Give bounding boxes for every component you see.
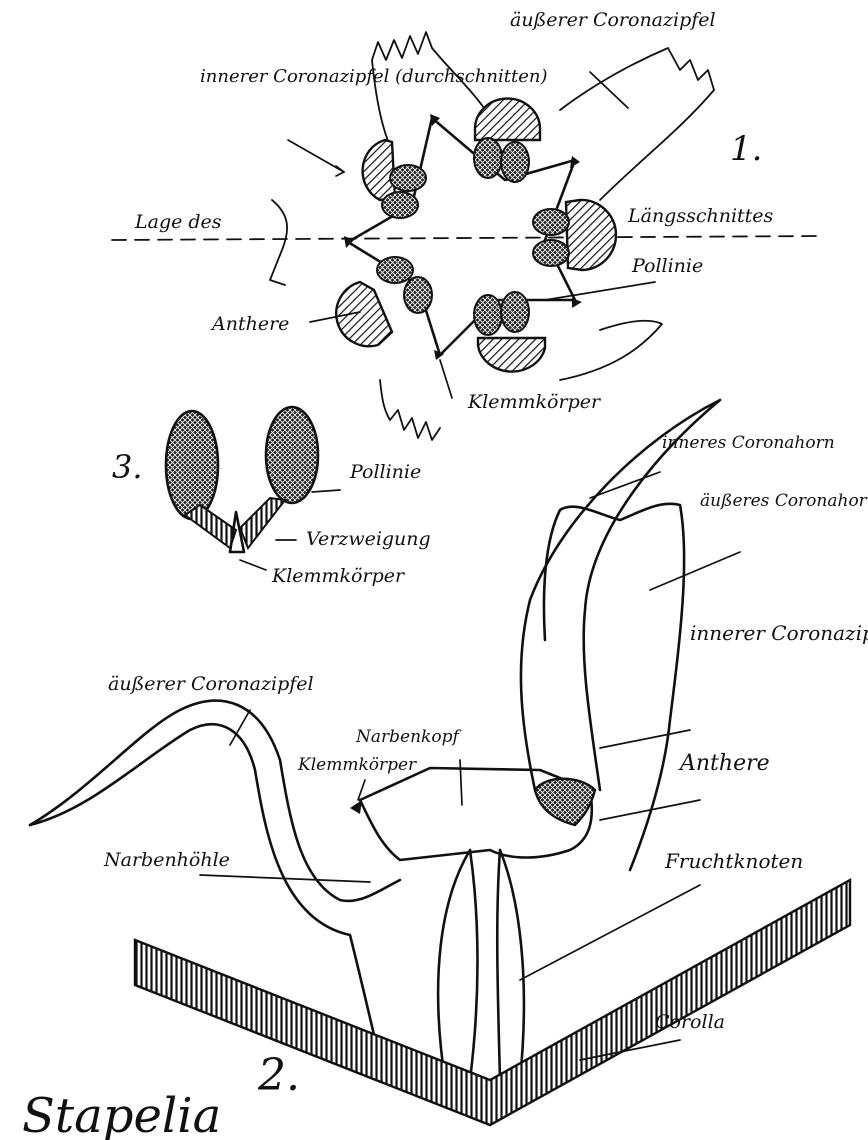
section-line xyxy=(112,236,822,240)
label-anther-fig1: Anthere xyxy=(210,313,289,335)
label-figure-3: 3. xyxy=(112,448,143,486)
pollinia-fig1 xyxy=(377,138,569,335)
label-outer-corona-lobe-left: äußerer Coronazipfel xyxy=(108,673,314,695)
label-outer-corona-horn: äußeres Coronahorn xyxy=(700,491,868,511)
retinaculum-fig2 xyxy=(350,800,362,814)
label-branching: Verzweigung xyxy=(306,528,431,550)
label-inner-corona-lobe: innerer Coronazipfel xyxy=(690,621,868,645)
anther-discs xyxy=(336,99,616,372)
pollinium-left xyxy=(166,411,218,519)
label-section-position-right: Längsschnittes xyxy=(627,205,774,227)
label-section-position-left: Lage des xyxy=(134,211,222,233)
label-retinaculum-fig1: Klemmkörper xyxy=(467,391,602,413)
label-pollinia-fig3: Pollinie xyxy=(349,461,421,483)
label-outer-corona-lobe-top: äußerer Coronazipfel xyxy=(510,9,716,31)
outer-corona-margin xyxy=(372,32,432,150)
label-anther-fig2: Anthere xyxy=(678,751,770,776)
label-pollinia-fig1: Pollinie xyxy=(631,255,703,277)
label-stigma-head: Narbenkopf xyxy=(355,727,461,747)
anther-section xyxy=(535,779,595,825)
label-figure-1: 1. xyxy=(730,129,762,169)
pollinium-right xyxy=(266,407,318,503)
label-inner-corona-horn: inneres Coronahorn xyxy=(662,433,835,453)
ovary xyxy=(438,850,524,1080)
label-retinaculum-fig2: Klemmkörper xyxy=(297,755,417,775)
label-corolla: Corolla xyxy=(655,1011,725,1033)
figure-1-top-view xyxy=(112,32,822,440)
label-stigma-cavity: Narbenhöhle xyxy=(103,849,230,871)
corolla xyxy=(135,880,850,1125)
label-ovary: Fruchtknoten xyxy=(664,849,803,873)
label-figure-2: 2. xyxy=(257,1050,300,1101)
label-retinaculum-fig3: Klemmkörper xyxy=(271,565,406,587)
label-inner-corona-lobe-cut: innerer Coronazipfel (durchschnitten) xyxy=(200,66,548,87)
label-genus: Stapelia xyxy=(22,1088,221,1140)
inner-corona-horn xyxy=(521,400,720,790)
caudicle-left xyxy=(185,505,236,548)
